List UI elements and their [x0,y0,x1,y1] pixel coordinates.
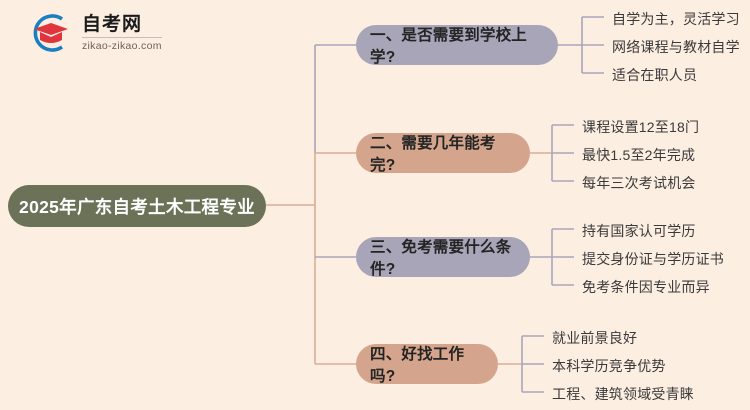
branch-node-4[interactable]: 四、好找工作吗? [356,344,498,385]
site-logo[interactable]: 自考网 zikao-zikao.com [28,12,162,54]
leaf-1-2: 网络课程与教材自学 [612,39,740,55]
leaf-3-3: 免考条件因专业而异 [582,279,710,295]
root-node[interactable]: 2025年广东自考土木工程专业 [8,185,266,227]
leaf-4-1: 就业前景良好 [552,330,638,346]
leaf-4-2: 本科学历竞争优势 [552,358,666,374]
leaf-3-2: 提交身份证与学历证书 [582,251,724,267]
logo-domain: zikao-zikao.com [82,39,162,52]
leaf-1-1: 自学为主，灵活学习 [612,11,740,27]
branch-node-2[interactable]: 二、需要几年能考完? [356,133,530,174]
logo-title: 自考网 [82,15,162,38]
leaf-2-3: 每年三次考试机会 [582,175,696,191]
logo-text-block: 自考网 zikao-zikao.com [82,15,162,52]
branch-node-1[interactable]: 一、是否需要到学校上学? [356,25,558,66]
leaf-4-3: 工程、建筑领域受青睐 [552,386,694,402]
leaf-1-3: 适合在职人员 [612,67,698,83]
leaf-2-1: 课程设置12至18门 [582,119,700,135]
logo-graduation-cap-icon [28,12,74,54]
leaf-3-1: 持有国家认可学历 [582,223,696,239]
branch-node-3[interactable]: 三、免考需要什么条件? [356,237,530,278]
leaf-2-2: 最快1.5至2年完成 [582,147,696,163]
